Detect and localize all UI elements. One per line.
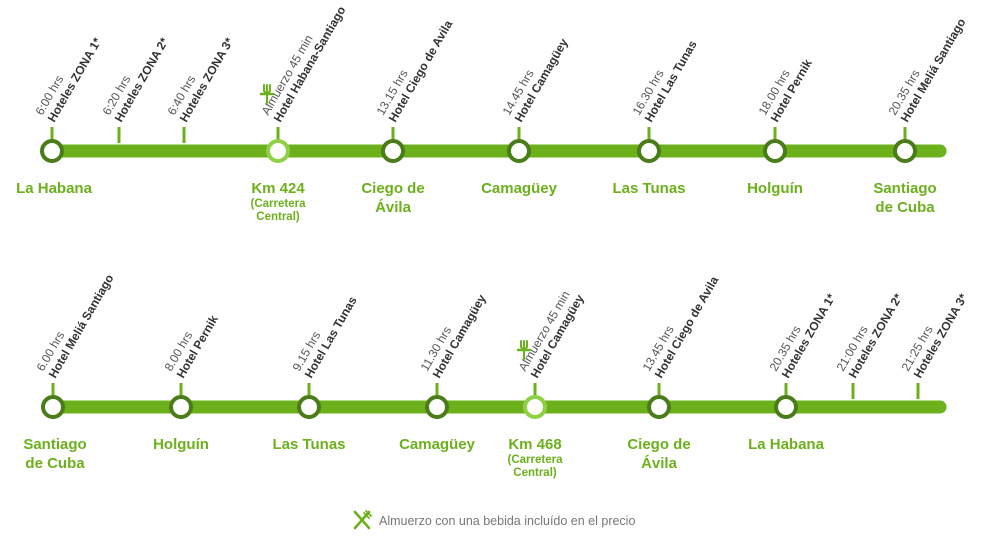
fork-knife-icon bbox=[259, 84, 275, 104]
stop-marker bbox=[41, 395, 65, 419]
stop-marker bbox=[297, 395, 321, 419]
city-name: Holguín bbox=[747, 180, 803, 197]
stop-marker bbox=[266, 139, 290, 163]
hotel-label: Hotel Habana-Santiago bbox=[271, 4, 349, 125]
city-name: Holguín bbox=[153, 436, 209, 453]
city-name: Camagüey bbox=[399, 436, 476, 453]
stop-marker bbox=[523, 395, 547, 419]
city-name: Ávila bbox=[375, 199, 412, 216]
city-name: Santiago bbox=[23, 436, 86, 453]
city-note: Central) bbox=[256, 211, 300, 223]
city-name: Ávila bbox=[641, 455, 678, 472]
city-name: La Habana bbox=[748, 436, 825, 453]
city-name: Camagüey bbox=[481, 180, 558, 197]
city-name: Las Tunas bbox=[612, 180, 685, 197]
city-name: Km 424 bbox=[251, 180, 305, 197]
city-name: Ciego de bbox=[627, 436, 690, 453]
hotel-label: Hotel Meliá Santiago bbox=[46, 272, 117, 381]
city-note: Central) bbox=[513, 467, 557, 479]
city-name: de Cuba bbox=[25, 455, 85, 472]
city-name: Las Tunas bbox=[272, 436, 345, 453]
stop-marker bbox=[774, 395, 798, 419]
city-name: Km 468 bbox=[508, 436, 561, 453]
stop-marker bbox=[425, 395, 449, 419]
city-name: Ciego de bbox=[361, 180, 424, 197]
stop-marker bbox=[763, 139, 787, 163]
stop-marker bbox=[169, 395, 193, 419]
stop-marker bbox=[40, 139, 64, 163]
city-name: de Cuba bbox=[875, 199, 935, 216]
city-name: La Habana bbox=[16, 180, 93, 197]
stop-marker bbox=[637, 139, 661, 163]
city-note: (Carretera bbox=[508, 454, 564, 466]
stop-marker bbox=[647, 395, 671, 419]
fork-knife-icon bbox=[516, 340, 532, 360]
fork-knife-icon bbox=[353, 510, 372, 530]
stop-marker bbox=[381, 139, 405, 163]
legend-text: Almuerzo con una bebida incluído en el p… bbox=[379, 514, 635, 528]
legend: Almuerzo con una bebida incluído en el p… bbox=[353, 510, 635, 530]
city-note: (Carretera bbox=[251, 198, 307, 210]
stop-marker bbox=[893, 139, 917, 163]
city-name: Santiago bbox=[873, 180, 936, 197]
stop-marker bbox=[507, 139, 531, 163]
